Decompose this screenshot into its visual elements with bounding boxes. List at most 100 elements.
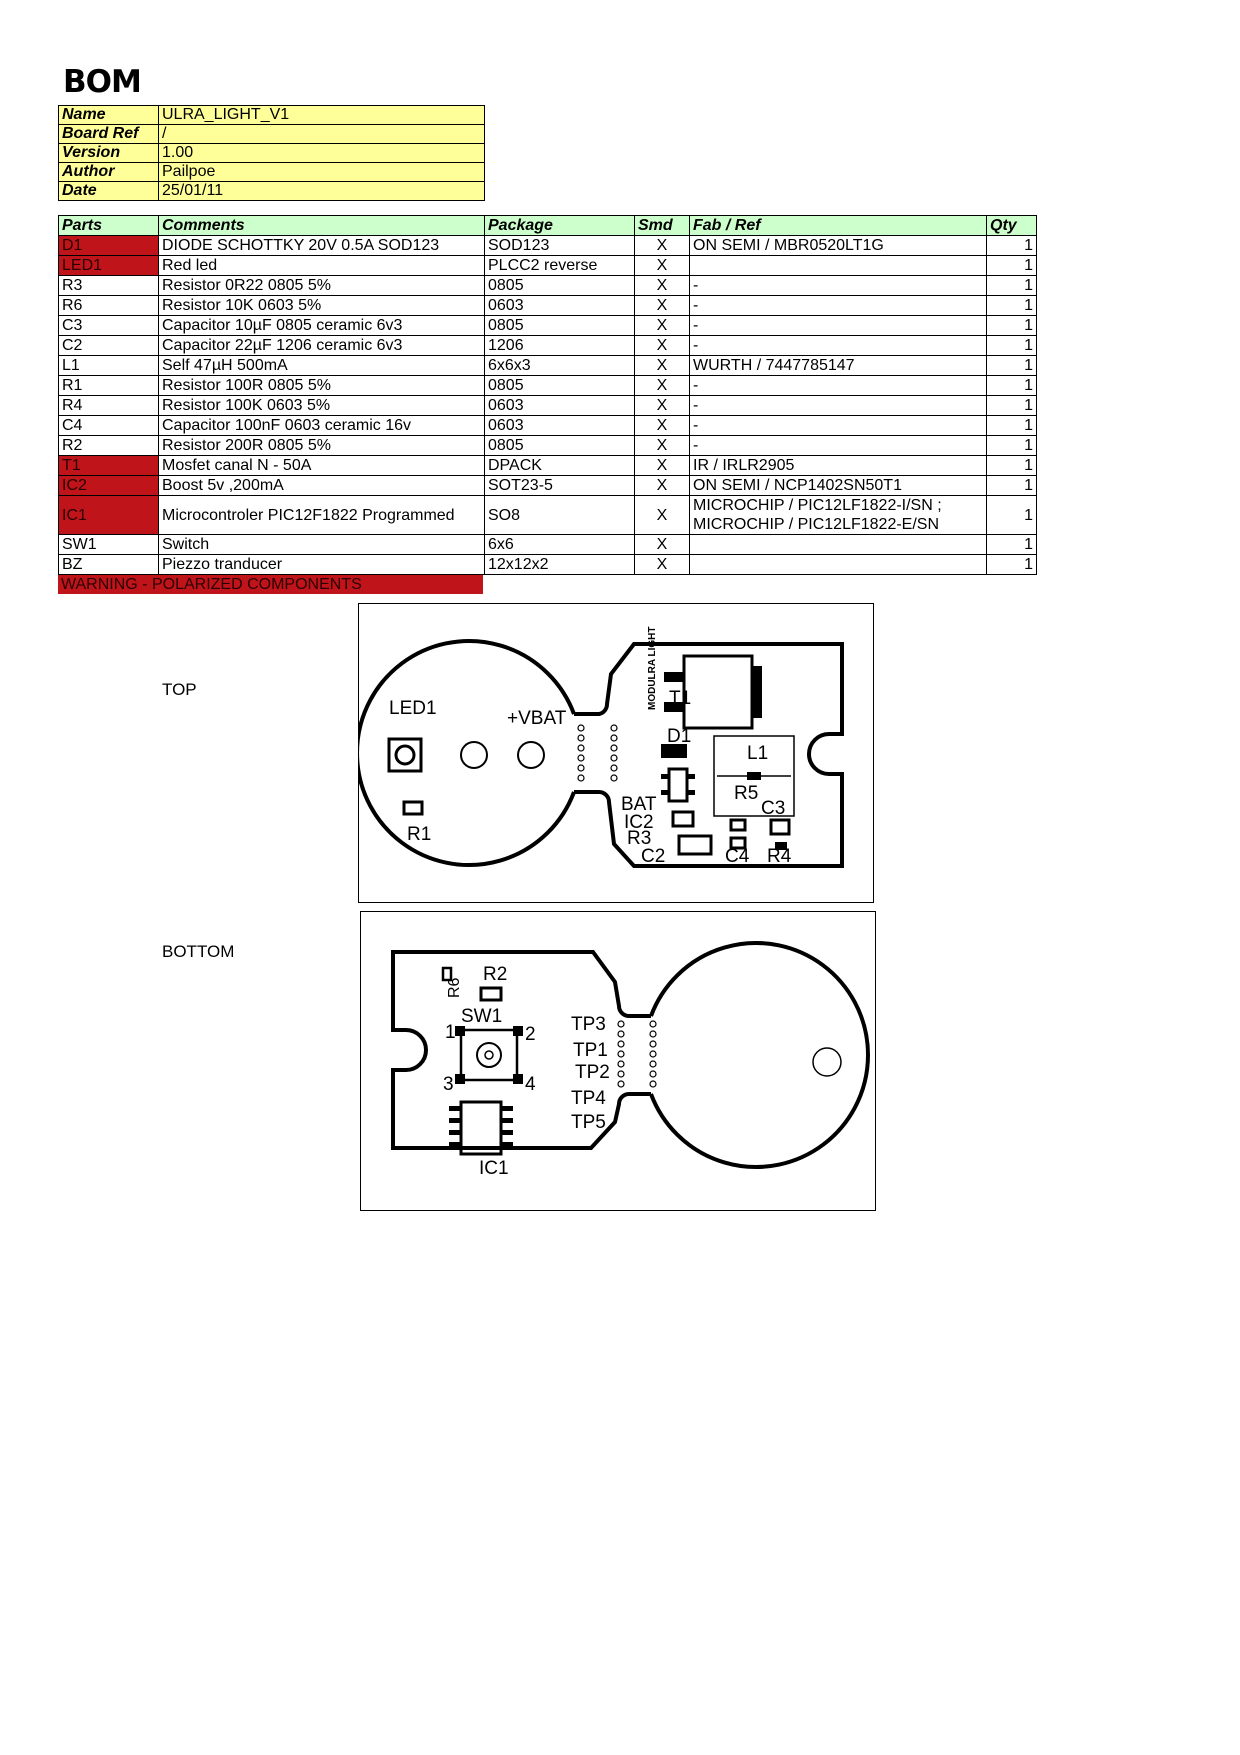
part-cell: BZ bbox=[58, 554, 159, 575]
r6-footprint bbox=[441, 966, 453, 982]
warning-banner: WARNING - POLARIZED COMPONENTS bbox=[58, 575, 483, 594]
part-cell: C4 bbox=[58, 415, 159, 436]
fab-cell: ON SEMI / MBR0520LT1G bbox=[689, 235, 987, 256]
silk-led1: LED1 bbox=[389, 698, 437, 719]
meta-row: Board Ref/ bbox=[58, 124, 485, 144]
smd-cell: X bbox=[634, 335, 690, 356]
qty-cell: 1 bbox=[986, 235, 1037, 256]
qty-cell: 1 bbox=[986, 275, 1037, 296]
silk-t1: T1 bbox=[669, 688, 691, 709]
d1-footprint bbox=[661, 744, 687, 758]
smd-cell: X bbox=[634, 255, 690, 276]
meta-key: Version bbox=[58, 143, 159, 163]
silk-r6: R6 bbox=[446, 977, 463, 998]
silk-l1: L1 bbox=[747, 743, 768, 764]
silk-ic1: IC1 bbox=[479, 1158, 509, 1179]
fab-cell: ON SEMI / NCP1402SN50T1 bbox=[689, 475, 987, 496]
top-round-outline bbox=[359, 639, 576, 867]
fab-cell: - bbox=[689, 435, 987, 456]
fab-cell: IR / IRLR2905 bbox=[689, 455, 987, 476]
meta-value: ULRA_LIGHT_V1 bbox=[158, 105, 485, 125]
package-cell: 0603 bbox=[484, 295, 635, 316]
smd-cell: X bbox=[634, 315, 690, 336]
package-cell: 6x6 bbox=[484, 534, 635, 555]
part-cell: D1 bbox=[58, 235, 159, 256]
package-cell: 1206 bbox=[484, 335, 635, 356]
header-fab: Fab / Ref bbox=[689, 215, 987, 236]
comment-cell: Resistor 0R22 0805 5% bbox=[158, 275, 485, 296]
smd-cell: X bbox=[634, 275, 690, 296]
qty-cell: 1 bbox=[986, 455, 1037, 476]
fab-cell: - bbox=[689, 335, 987, 356]
comment-cell: Red led bbox=[158, 255, 485, 276]
silk-tp2: TP2 bbox=[575, 1062, 610, 1083]
header-qty: Qty bbox=[986, 215, 1037, 236]
hole-icon bbox=[517, 741, 545, 769]
silk-r3: R3 bbox=[627, 828, 651, 849]
comment-cell: Mosfet canal N - 50A bbox=[158, 455, 485, 476]
c4-footprint bbox=[729, 836, 747, 850]
meta-value: 1.00 bbox=[158, 143, 485, 163]
silk-pin2: 2 bbox=[525, 1024, 536, 1045]
comment-cell: Resistor 100K 0603 5% bbox=[158, 395, 485, 416]
part-cell: C3 bbox=[58, 315, 159, 336]
comment-cell: Microcontroler PIC12F1822 Programmed bbox=[158, 495, 485, 535]
part-cell: R4 bbox=[58, 395, 159, 416]
silk-tp3: TP3 bbox=[571, 1014, 606, 1035]
silk-bat: BAT bbox=[621, 794, 657, 815]
ic1-footprint bbox=[459, 1100, 503, 1156]
smd-cell: X bbox=[634, 455, 690, 476]
smd-cell: X bbox=[634, 435, 690, 456]
meta-key: Date bbox=[58, 181, 159, 201]
smd-cell: X bbox=[634, 534, 690, 555]
r2-footprint bbox=[479, 986, 503, 1002]
qty-cell: 1 bbox=[986, 355, 1037, 376]
meta-key: Board Ref bbox=[58, 124, 159, 144]
part-cell: SW1 bbox=[58, 534, 159, 555]
qty-cell: 1 bbox=[986, 435, 1037, 456]
silk-logo: MODULRA LIGHT bbox=[647, 626, 658, 710]
silk-ic2: IC2 bbox=[624, 812, 654, 833]
meta-value: / bbox=[158, 124, 485, 144]
parts-table: Parts Comments Package Smd Fab / Ref Qty… bbox=[58, 215, 1037, 575]
bottom-vias bbox=[617, 1020, 657, 1088]
meta-key: Author bbox=[58, 162, 159, 182]
comment-cell: Switch bbox=[158, 534, 485, 555]
comment-cell: Capacitor 100nF 0603 ceramic 16v bbox=[158, 415, 485, 436]
sw1-footprint bbox=[459, 1028, 519, 1082]
comment-cell: Capacitor 10µF 0805 ceramic 6v3 bbox=[158, 315, 485, 336]
top-label: TOP bbox=[162, 680, 197, 699]
header-comments: Comments bbox=[158, 215, 485, 236]
silk-pin1: 1 bbox=[445, 1022, 456, 1043]
fab-cell: - bbox=[689, 295, 987, 316]
package-cell: 0805 bbox=[484, 375, 635, 396]
qty-cell: 1 bbox=[986, 375, 1037, 396]
fab-cell: - bbox=[689, 375, 987, 396]
r4-footprint bbox=[769, 818, 791, 836]
smd-cell: X bbox=[634, 375, 690, 396]
top-board-drawing: LED1 +VBAT R1 T1 D1 L1 R5 C3 BAT IC2 R3 … bbox=[359, 626, 844, 868]
package-cell: 0603 bbox=[484, 395, 635, 416]
bottom-round-outline bbox=[649, 941, 870, 1169]
part-cell: R3 bbox=[58, 275, 159, 296]
smd-cell: X bbox=[634, 395, 690, 416]
qty-cell: 1 bbox=[986, 335, 1037, 356]
fab-cell: - bbox=[689, 315, 987, 336]
fab-cell: - bbox=[689, 275, 987, 296]
package-cell: 12x12x2 bbox=[484, 554, 635, 575]
led1-footprint bbox=[387, 737, 423, 773]
silk-tp4: TP4 bbox=[571, 1088, 606, 1109]
header-package: Package bbox=[484, 215, 635, 236]
package-cell: 0805 bbox=[484, 275, 635, 296]
bottom-rect-outline bbox=[391, 950, 651, 1150]
